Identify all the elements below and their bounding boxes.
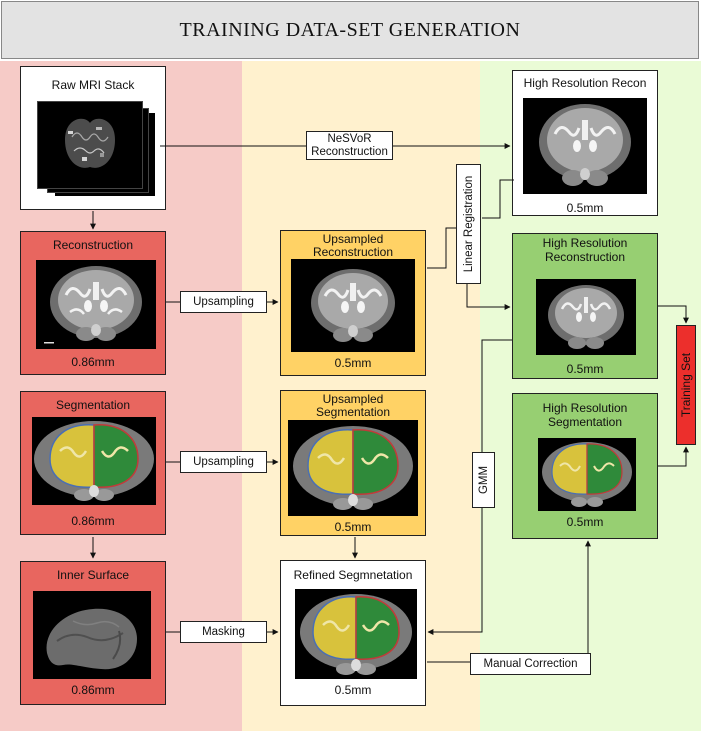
node-title-line1: High Resolution: [542, 236, 628, 250]
edge-label-upsampling-recon: Upsampling: [180, 291, 267, 313]
node-segmentation: Segmentation 0.86mm: [20, 391, 166, 535]
segmentation-image: [295, 589, 417, 679]
resolution-label: 0.5mm: [334, 356, 372, 370]
resolution-label: 0.5mm: [334, 520, 372, 534]
inner-surface-render: [33, 591, 151, 679]
node-title-line2: Segmentation: [547, 415, 623, 429]
edge-label-nesvor: NeSVoR Reconstruction: [306, 131, 393, 160]
edge-label-line2: Reconstruction: [311, 145, 388, 158]
node-title-line1: High Resolution: [542, 401, 628, 415]
segmentation-image: [288, 420, 418, 516]
training-set-label: Training Set: [679, 352, 693, 418]
edge-label-linear-registration: Linear Registration: [456, 164, 481, 284]
node-high-resolution-segmentation: High Resolution Segmentation 0.5mm: [512, 393, 658, 539]
resolution-label: 0.5mm: [566, 201, 604, 215]
node-refined-segmentation: Refined Segmnetation 0.5mm: [280, 560, 426, 706]
brain-mri-image: [291, 259, 415, 352]
node-title-line2: Reconstruction: [544, 250, 626, 264]
node-high-resolution-reconstruction: High Resolution Reconstruction 0.5mm: [512, 233, 658, 379]
edge-label-manual-correction: Manual Correction: [470, 653, 591, 675]
edge-label-masking: Masking: [180, 621, 267, 643]
edge-label-text: GMM: [477, 465, 490, 495]
node-reconstruction: Reconstruction 0.86mm: [20, 231, 166, 375]
node-title: High Resolution Recon: [523, 76, 647, 90]
resolution-label: 0.86mm: [71, 514, 115, 528]
page-title: TRAINING DATA-SET GENERATION: [1, 1, 699, 59]
node-title-line2: Segmentation: [315, 405, 391, 419]
node-title: Raw MRI Stack: [51, 78, 135, 92]
resolution-label: 0.86mm: [71, 683, 115, 697]
segmentation-image: [538, 438, 636, 511]
node-title-line1: Upsampled: [322, 392, 384, 406]
resolution-label: 0.86mm: [71, 355, 115, 369]
node-high-resolution-recon: High Resolution Recon 0.5mm: [512, 70, 658, 216]
brain-mri-image: [536, 279, 636, 355]
edge-label-text: Linear Registration: [462, 175, 475, 273]
node-title: Reconstruction: [52, 238, 134, 252]
segmentation-image: [32, 417, 156, 505]
node-title-line1: Upsampled: [322, 232, 384, 246]
node-title: Refined Segmnetation: [293, 568, 413, 582]
resolution-label: 0.5mm: [566, 515, 604, 529]
brain-mri-image: [36, 260, 156, 349]
brain-mri-image: [523, 98, 647, 194]
mri-stack-image: [37, 101, 143, 189]
edge-label-gmm: GMM: [472, 452, 495, 508]
node-upsampled-reconstruction: Upsampled Reconstruction 0.5mm: [280, 230, 426, 376]
resolution-label: 0.5mm: [566, 362, 604, 376]
training-set-box: Training Set: [676, 325, 696, 445]
edge-label-upsampling-seg: Upsampling: [180, 451, 267, 473]
edge-label-line1: NeSVoR: [327, 132, 372, 145]
node-title-line2: Reconstruction: [312, 245, 394, 259]
node-raw-mri-stack: Raw MRI Stack: [20, 66, 166, 210]
node-inner-surface: Inner Surface 0.86mm: [20, 561, 166, 705]
resolution-label: 0.5mm: [334, 683, 372, 697]
node-title: Segmentation: [55, 398, 131, 412]
node-title: Inner Surface: [56, 568, 130, 582]
node-upsampled-segmentation: Upsampled Segmentation 0.5mm: [280, 390, 426, 536]
